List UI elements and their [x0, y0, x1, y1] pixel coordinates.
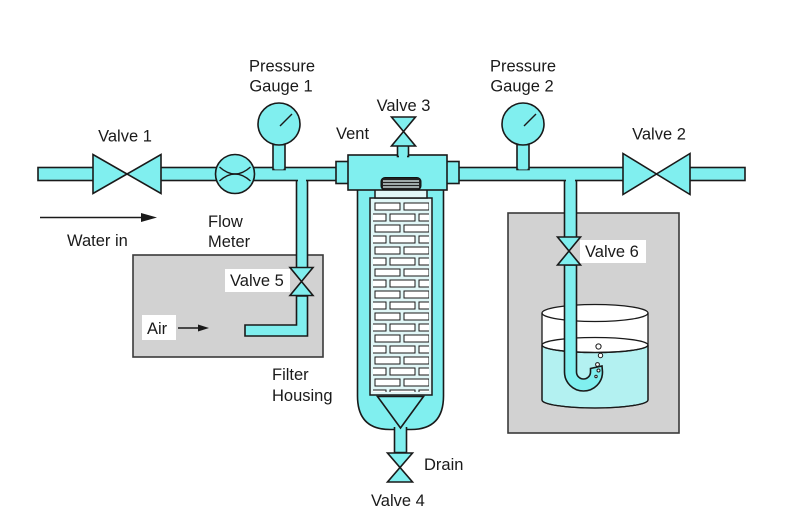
joint-patch [566, 179, 575, 182]
joint-patch [298, 179, 306, 182]
label-valve-4: Valve 4 [371, 492, 425, 510]
valve-1-icon [92, 153, 162, 195]
air-label-bg [142, 315, 176, 340]
gauge-needle [523, 113, 537, 127]
pressure-gauge-1-icon [257, 102, 301, 171]
label-drain: Drain [424, 456, 463, 474]
label-valve-2: Valve 2 [632, 126, 686, 144]
filter-head [335, 144, 460, 199]
label-flow-meter-line2: Meter [208, 233, 251, 251]
valve-5-icon [288, 266, 315, 297]
valve-4-icon [385, 452, 415, 483]
valve-6-label-bg [580, 240, 646, 263]
label-water-in: Water in [67, 232, 128, 250]
label-vent: Vent [336, 125, 369, 143]
drain-stem [393, 427, 408, 454]
tank-icon [541, 303, 649, 409]
flow-meter-icon [214, 153, 256, 195]
bubbles-icon [594, 343, 604, 379]
label-pressure-gauge-2-line2: Gauge 2 [490, 78, 553, 96]
tank-dip-tube [563, 179, 604, 392]
filter-housing-body [356, 188, 445, 454]
pressure-gauge-2-icon [501, 102, 545, 171]
label-flow-meter-line1: Flow [208, 213, 243, 231]
label-filter-housing-line1: Filter [272, 366, 309, 384]
air-arrow-icon [178, 324, 209, 332]
label-valve-3: Valve 3 [377, 97, 431, 115]
joint-patch [399, 153, 407, 158]
valve-3-icon [389, 116, 418, 147]
label-pressure-gauge-2-line1: Pressure [490, 58, 556, 76]
label-air: Air [147, 320, 168, 338]
filter-cartridge-bricks [373, 201, 429, 392]
label-valve-6: Valve 6 [585, 243, 639, 261]
label-valve-1: Valve 1 [98, 128, 152, 146]
water-in-arrow-icon [40, 213, 157, 222]
gauge-needle [279, 113, 293, 127]
valve-5-label-bg [225, 269, 290, 292]
label-pressure-gauge-1-line2: Gauge 1 [249, 78, 312, 96]
valve-2-icon [622, 152, 691, 196]
valve-6-icon [555, 236, 583, 266]
head-left-nub [335, 160, 350, 185]
filter-funnel [375, 395, 426, 430]
head-right-nub [445, 160, 460, 185]
label-valve-5: Valve 5 [230, 272, 284, 290]
label-pressure-gauge-1-line1: Pressure [249, 58, 315, 76]
tank-branch-pipe [563, 179, 578, 239]
label-filter-housing-line2: Housing [272, 387, 333, 405]
